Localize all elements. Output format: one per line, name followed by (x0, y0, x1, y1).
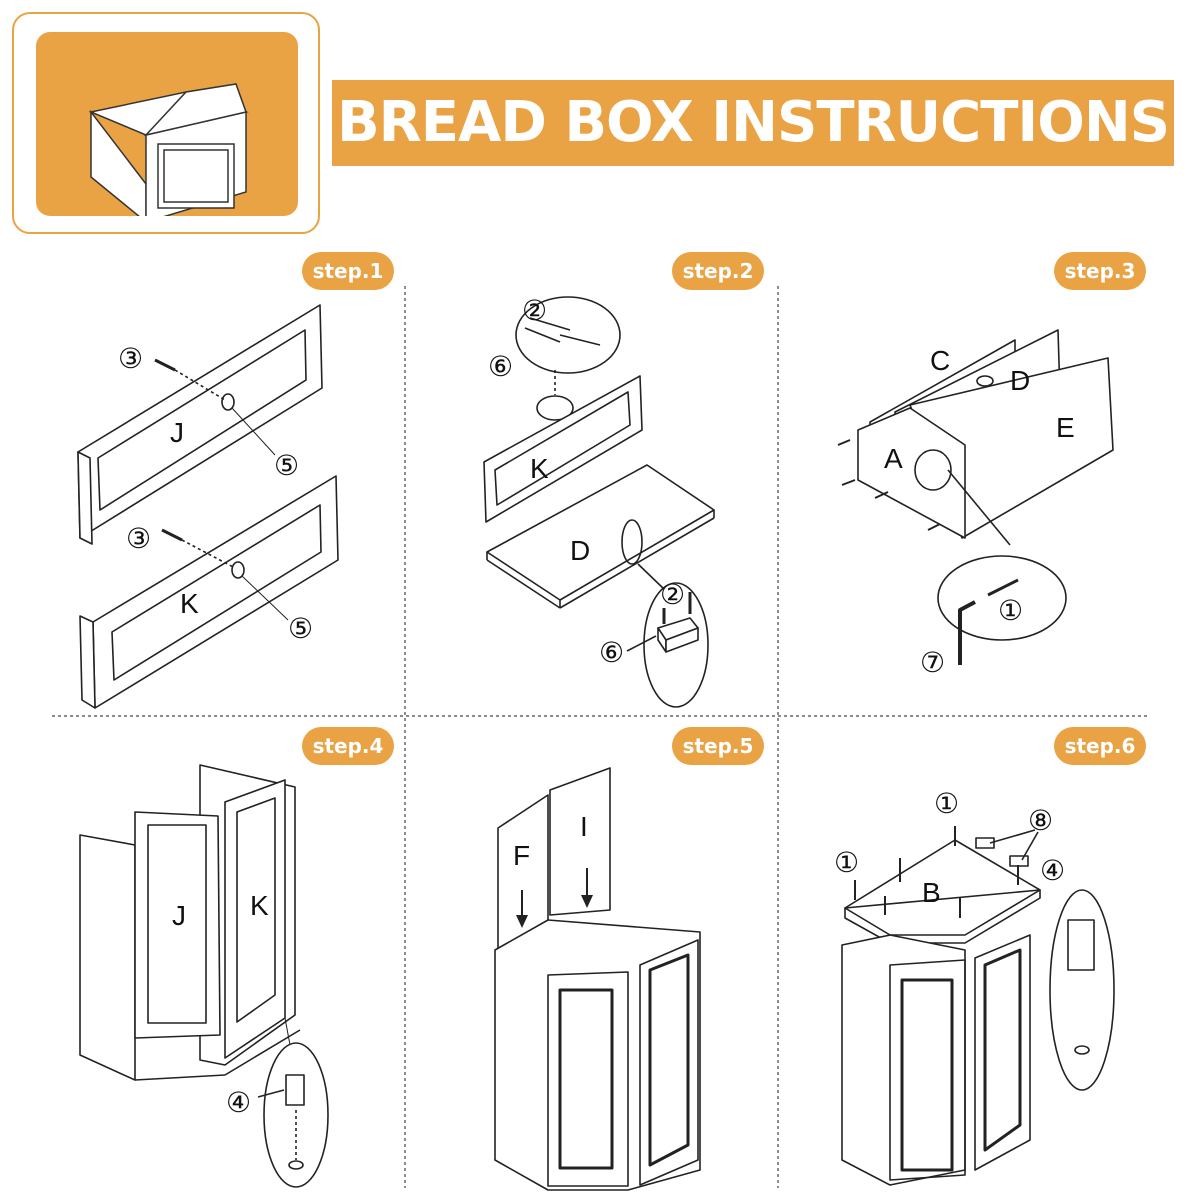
part-C-step3: C (930, 345, 950, 376)
part-K-step1: K (180, 588, 199, 619)
step-3-badge: step.3 (1054, 252, 1146, 290)
callout-2: ② (660, 578, 685, 611)
part-B-step6: B (922, 877, 941, 908)
part-labels: J K K D C D E A J K F I B (170, 345, 1075, 931)
part-D-step2: D (570, 535, 590, 566)
page-title: BREAD BOX INSTRUCTIONS (336, 90, 1170, 155)
callout-8: ⑧ (1028, 804, 1053, 837)
step-3-diagram (837, 329, 1114, 665)
part-K-step2: K (530, 453, 549, 484)
product-thumbnail (36, 32, 298, 224)
step-2-diagram (483, 296, 715, 708)
step-1-badge: step.1 (302, 252, 394, 290)
callout-5: ⑤ (274, 449, 299, 482)
grid-dividers (52, 286, 1150, 1188)
callout-4: ④ (226, 1086, 251, 1119)
step-6-diagram (841, 826, 1115, 1186)
part-I-step5: I (580, 811, 588, 842)
product-logo-frame (12, 12, 320, 234)
step-5-badge: step.5 (672, 727, 764, 765)
callout-1: ① (834, 846, 859, 879)
callout-7: ⑦ (920, 646, 945, 679)
part-K-step4: K (250, 890, 269, 921)
step-5-arrows (516, 895, 593, 928)
callout-1: ① (998, 594, 1023, 627)
title-banner: BREAD BOX INSTRUCTIONS (332, 80, 1174, 166)
step-2-badge: step.2 (672, 252, 764, 290)
step-1-diagram (77, 304, 339, 709)
bread-box-icon (88, 83, 249, 224)
callout-1: ① (934, 787, 959, 820)
part-A-step3: A (884, 443, 903, 474)
callout-5: ⑤ (288, 612, 313, 645)
part-J-step1: J (170, 417, 184, 448)
callout-3: ③ (126, 522, 151, 555)
callout-4: ④ (1040, 854, 1065, 887)
step-4-badge: step.4 (302, 727, 394, 765)
part-D-step3: D (1010, 365, 1030, 396)
part-F-step5: F (513, 840, 530, 871)
callout-6: ⑥ (599, 636, 624, 669)
part-J-step4: J (172, 900, 186, 931)
part-E-step3: E (1056, 412, 1075, 443)
step-5-diagram (494, 767, 701, 1191)
hardware-callouts: ③ ⑤ ③ ⑤ ② ⑥ ② ⑥ ① ⑦ ④ ① ① ⑧ ④ (118, 294, 1065, 1119)
step-6-badge: step.6 (1054, 727, 1146, 765)
callout-3: ③ (118, 342, 143, 375)
step-4-diagram (79, 764, 329, 1188)
callout-2: ② (522, 294, 547, 327)
callout-6: ⑥ (488, 350, 513, 383)
